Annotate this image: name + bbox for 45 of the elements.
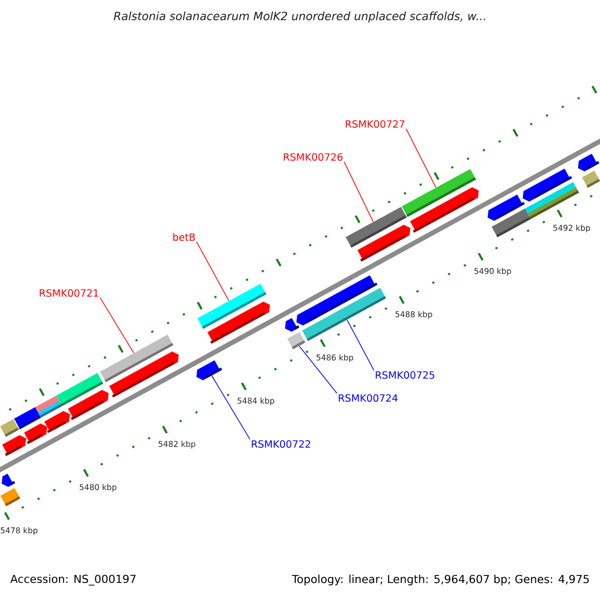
gene-bar [582, 170, 600, 188]
gene-bar [0, 419, 20, 437]
scale-label: 5482 kbp [158, 440, 196, 448]
gene-label: RSMK00721 [40, 289, 98, 297]
gene-bar [287, 332, 306, 350]
gene-bar [285, 318, 300, 332]
leader-line [346, 320, 374, 371]
scale-label: 5490 kbp [474, 268, 512, 276]
gene-bar [35, 396, 62, 418]
footer-text: Accession: NS_000197 [10, 574, 136, 586]
gene-bar [68, 390, 109, 420]
leader-line [406, 128, 436, 188]
leader-line [100, 297, 134, 354]
scale-label: 5478 kbp [0, 527, 38, 535]
gene-label: RSMK00726 [284, 153, 343, 161]
scale-label: 5492 kbp [553, 224, 590, 232]
gene-bar [207, 302, 270, 344]
footer-text: Topology: linear; Length: 5,964,607 bp; Genes: 4,975 [292, 574, 589, 586]
gene-label: betB [173, 233, 195, 241]
gene-bar [357, 224, 410, 262]
leader-line [344, 161, 374, 222]
scale-label: 5488 kbp [396, 311, 432, 319]
gene-bar [0, 488, 20, 506]
gene-label: RSMK00724 [338, 394, 398, 402]
gene-bar [196, 360, 222, 380]
leader-line [196, 241, 230, 302]
gene-bar [488, 194, 525, 221]
gene-bar [402, 168, 476, 217]
gene-label: RSMK00725 [376, 371, 434, 379]
scale-label: 5486 kbp [316, 354, 354, 362]
gene-label: RSMK00727 [346, 120, 404, 128]
gene-bar [100, 334, 174, 382]
gene-bar [302, 288, 386, 342]
gene-label: RSMK00722 [252, 440, 310, 448]
gene-bar [578, 154, 600, 172]
leader-line [298, 346, 338, 394]
gene-bar [2, 474, 16, 487]
gene-bar [44, 411, 70, 434]
scale-label: 5480 kbp [80, 484, 116, 492]
gene-bar [2, 435, 26, 456]
title: Ralstonia solanacearum MolK2 unordered unplaced scaffolds, w... [114, 12, 486, 22]
gene-bar [24, 424, 48, 444]
scale-label: 5484 kbp [238, 398, 274, 406]
leader-line [211, 375, 250, 440]
gene-bar [522, 168, 572, 202]
